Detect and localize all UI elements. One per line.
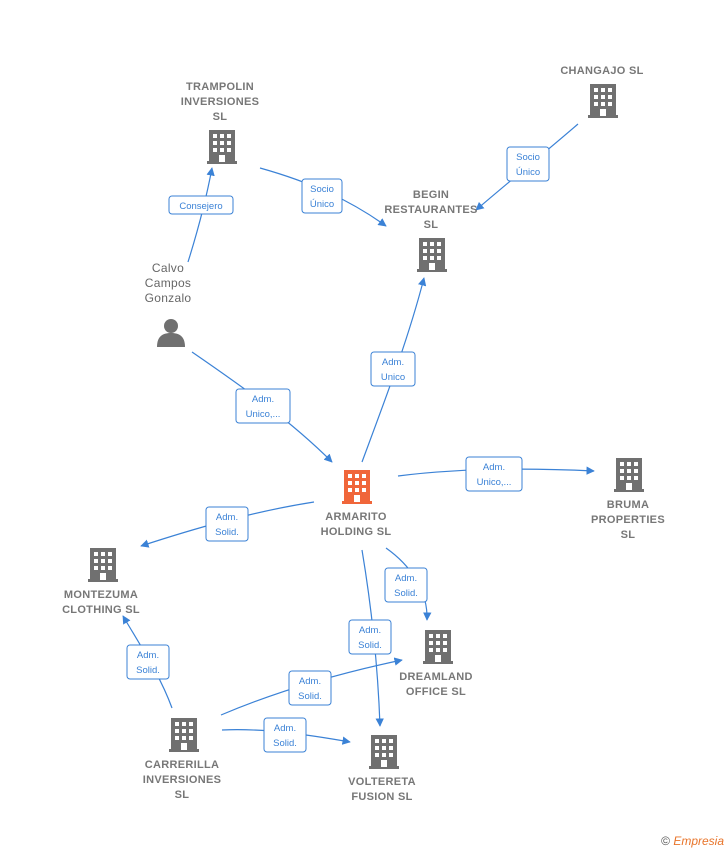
node-label-line: Campos bbox=[145, 276, 191, 290]
node-dreamland[interactable]: DREAMLAND OFFICE SL bbox=[399, 630, 473, 698]
edge-label-text: Adm. bbox=[395, 573, 417, 584]
edge-label-text: Adm. bbox=[252, 394, 274, 405]
edge-label-text: Solid. bbox=[298, 691, 322, 702]
node-label-line: SL bbox=[213, 111, 228, 123]
edge-label-text: Único bbox=[516, 167, 540, 178]
edge-label-text: Socio bbox=[310, 184, 334, 195]
edge-label-calvo-trampolin[interactable]: Consejero bbox=[168, 195, 234, 215]
building-icon bbox=[169, 718, 199, 752]
edge-label-text: Adm. bbox=[483, 462, 505, 473]
node-label-line: Gonzalo bbox=[145, 291, 192, 305]
brand-logo[interactable]: Empresia bbox=[673, 834, 724, 848]
building-icon bbox=[88, 548, 118, 582]
edge-label-text: Adm. bbox=[299, 676, 321, 687]
node-label-line: MONTEZUMA bbox=[64, 589, 138, 601]
building-icon bbox=[588, 84, 618, 118]
node-label-line: VOLTERETA bbox=[348, 776, 416, 788]
node-label-line: CARRERILLA bbox=[145, 759, 220, 771]
edge-label-text: Socio bbox=[516, 152, 540, 163]
node-label-line: INVERSIONES bbox=[143, 774, 222, 786]
node-label-line: PROPERTIES bbox=[591, 514, 665, 526]
node-voltereta[interactable]: VOLTERETA FUSION SL bbox=[348, 735, 416, 803]
edge-label-armarito-montezuma[interactable]: Adm. Solid. bbox=[205, 506, 249, 542]
edge-label-text: Solid. bbox=[358, 640, 382, 651]
node-montezuma[interactable]: MONTEZUMA CLOTHING SL bbox=[62, 548, 140, 616]
footer-credit: © Empresia bbox=[661, 834, 724, 848]
node-label-line: HOLDING SL bbox=[321, 526, 392, 538]
edge-label-carrerilla-montezuma[interactable]: Adm. Solid. bbox=[126, 644, 170, 680]
node-trampolin[interactable]: TRAMPOLIN INVERSIONES SL bbox=[181, 81, 260, 164]
node-bruma[interactable]: BRUMA PROPERTIES SL bbox=[591, 458, 665, 541]
node-label-line: BRUMA bbox=[607, 499, 649, 511]
node-label-line: TRAMPOLIN bbox=[186, 81, 254, 93]
edge-label-text: Solid. bbox=[394, 588, 418, 599]
copyright-icon: © bbox=[661, 834, 670, 848]
edge-label-text: Consejero bbox=[179, 201, 222, 212]
edge-label-text: Solid. bbox=[273, 738, 297, 749]
building-icon bbox=[423, 630, 453, 664]
edge-label-calvo-armarito[interactable]: Adm. Unico,... bbox=[235, 388, 291, 424]
edge-label-armarito-voltereta[interactable]: Adm. Solid. bbox=[348, 619, 392, 655]
node-label-line: DREAMLAND bbox=[399, 671, 473, 683]
building-icon bbox=[369, 735, 399, 769]
edge-label-carrerilla-voltereta[interactable]: Adm. Solid. bbox=[263, 717, 307, 753]
building-icon bbox=[207, 130, 237, 164]
edge-label-text: Adm. bbox=[137, 650, 159, 661]
node-armarito[interactable]: ARMARITO HOLDING SL bbox=[321, 470, 392, 538]
node-begin[interactable]: BEGIN RESTAURANTES SL bbox=[384, 189, 477, 272]
edge-label-text: Adm. bbox=[216, 512, 238, 523]
node-label-line: CHANGAJO SL bbox=[560, 65, 643, 77]
building-icon bbox=[417, 238, 447, 272]
node-label-line: SL bbox=[175, 789, 190, 801]
edge-label-text: Solid. bbox=[136, 665, 160, 676]
node-label-line: ARMARITO bbox=[325, 511, 387, 523]
edge-label-armarito-bruma[interactable]: Adm. Unico,... bbox=[465, 456, 523, 492]
edge-label-text: Unico,... bbox=[477, 477, 512, 488]
edge-label-carrerilla-dreamland[interactable]: Adm. Solid. bbox=[288, 670, 332, 706]
edge-label-armarito-dreamland[interactable]: Adm. Solid. bbox=[384, 567, 428, 603]
node-carrerilla[interactable]: CARRERILLA INVERSIONES SL bbox=[143, 718, 222, 801]
edge-label-text: Único bbox=[310, 199, 334, 210]
person-icon bbox=[157, 319, 185, 347]
edge-label-armarito-begin[interactable]: Adm. Unico bbox=[370, 351, 416, 387]
node-label-line: CLOTHING SL bbox=[62, 604, 140, 616]
node-label-line: RESTAURANTES bbox=[384, 204, 477, 216]
node-label-line: OFFICE SL bbox=[406, 686, 466, 698]
node-label-line: INVERSIONES bbox=[181, 96, 260, 108]
edge-label-trampolin-begin[interactable]: Socio Único bbox=[301, 178, 343, 214]
node-changajo[interactable]: CHANGAJO SL bbox=[560, 65, 643, 118]
building-icon bbox=[342, 470, 372, 504]
node-label-line: Calvo bbox=[152, 261, 184, 275]
node-label-line: SL bbox=[424, 219, 439, 231]
node-label-line: FUSION SL bbox=[351, 791, 412, 803]
edge-label-text: Unico bbox=[381, 372, 405, 383]
edge-line-calvo-trampolin bbox=[187, 167, 215, 263]
edge-label-text: Adm. bbox=[274, 723, 296, 734]
node-label-line: BEGIN bbox=[413, 189, 449, 201]
edge-label-text: Solid. bbox=[215, 527, 239, 538]
edge-label-text: Adm. bbox=[359, 625, 381, 636]
edge-label-text: Unico,... bbox=[246, 409, 281, 420]
node-calvo[interactable]: Calvo Campos Gonzalo bbox=[145, 261, 192, 347]
node-label-line: SL bbox=[621, 529, 636, 541]
building-icon bbox=[614, 458, 644, 492]
edge-label-text: Adm. bbox=[382, 357, 404, 368]
edge-label-changajo-begin[interactable]: Socio Único bbox=[506, 146, 550, 182]
